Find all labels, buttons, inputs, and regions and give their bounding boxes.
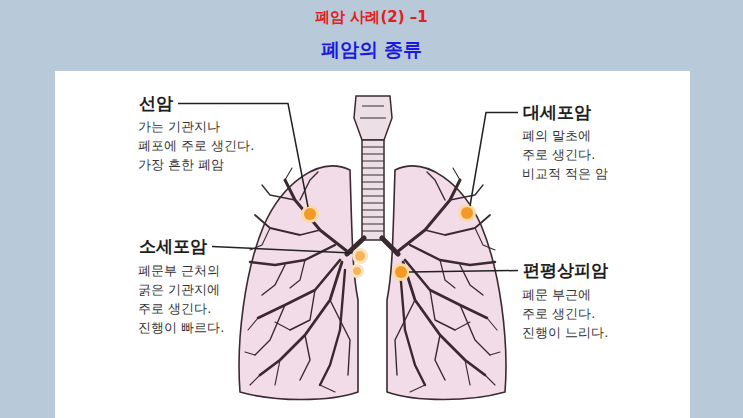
leader-line [212,247,352,254]
leader-line [470,113,518,207]
description: 폐문 부근에 주로 생긴다. 진행이 느리다. [520,286,610,343]
cancer-type: 소세포암 [138,235,208,258]
leader-line [409,271,518,273]
description: 가는 기관지나 폐포에 주로 생긴다. 가장 흔한 폐암 [136,118,256,175]
cancer-type: 선암 [138,92,174,115]
cancer-type: 대세포암 [522,101,592,124]
subtitle-heading: 폐암의 종류 [0,37,743,63]
page-heading: 폐암 사례(2) –1 [0,8,743,27]
description: 폐문부 근처의 굵은 기관지에 주로 생긴다. 진행이 빠르다. [136,262,226,337]
cancer-type: 편평상피암 [522,259,609,282]
description: 폐의 말초에 주로 생긴다. 비교적 적은 암 [520,127,610,184]
